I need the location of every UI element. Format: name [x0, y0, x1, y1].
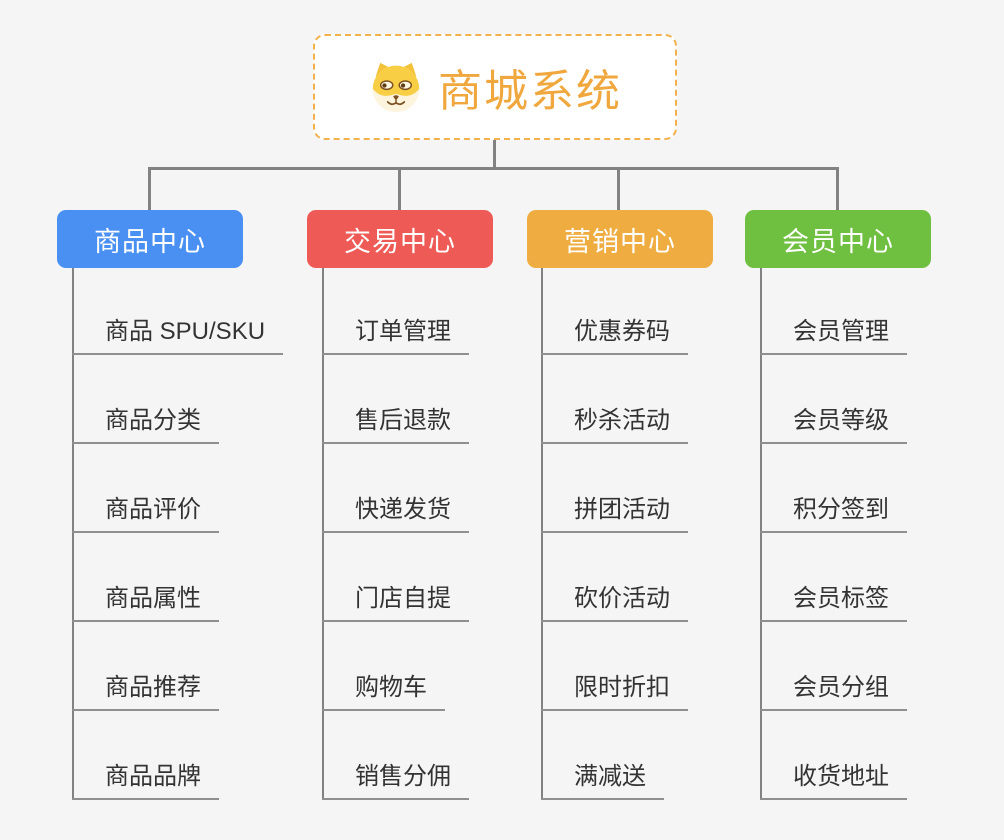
branch-node-member-center[interactable]: 会员中心 [745, 210, 931, 268]
branch-trunk-line [322, 268, 324, 800]
branch-trunk-line [760, 268, 762, 800]
leaf-node[interactable]: 购物车 [322, 673, 445, 711]
leaf-node[interactable]: 商品品牌 [72, 762, 219, 800]
leaf-node[interactable]: 售后退款 [322, 406, 469, 444]
leaf-node[interactable]: 会员标签 [760, 584, 907, 622]
dog-face-icon [368, 61, 424, 113]
leaf-node[interactable]: 会员分组 [760, 673, 907, 711]
branch-node-trade-center[interactable]: 交易中心 [307, 210, 493, 268]
connector-root-stem [493, 139, 496, 169]
leaf-node[interactable]: 会员管理 [760, 317, 907, 355]
leaf-node[interactable]: 拼团活动 [541, 495, 688, 533]
connector-drop-trade [398, 167, 401, 210]
leaf-node[interactable]: 销售分佣 [322, 762, 469, 800]
leaf-node[interactable]: 订单管理 [322, 317, 469, 355]
connector-drop-products [148, 167, 151, 210]
branch-node-marketing-center[interactable]: 营销中心 [527, 210, 713, 268]
connector-drop-marketing [617, 167, 620, 210]
leaf-node[interactable]: 限时折扣 [541, 673, 688, 711]
leaf-node[interactable]: 会员等级 [760, 406, 907, 444]
leaf-node[interactable]: 秒杀活动 [541, 406, 688, 444]
root-title: 商城系统 [438, 67, 622, 116]
leaf-node[interactable]: 商品属性 [72, 584, 219, 622]
leaf-node[interactable]: 优惠券码 [541, 317, 688, 355]
leaf-node[interactable]: 商品 SPU/SKU [72, 317, 284, 355]
leaf-node[interactable]: 砍价活动 [541, 584, 688, 622]
connector-drop-members [836, 167, 839, 210]
leaf-node[interactable]: 积分签到 [760, 495, 907, 533]
leaf-node[interactable]: 快递发货 [322, 495, 469, 533]
leaf-node[interactable]: 商品推荐 [72, 673, 219, 711]
connector-main-rail [148, 167, 839, 170]
leaf-node[interactable]: 收货地址 [760, 762, 907, 800]
branch-node-product-center[interactable]: 商品中心 [57, 210, 243, 268]
leaf-node[interactable]: 商品分类 [72, 406, 219, 444]
leaf-node[interactable]: 门店自提 [322, 584, 469, 622]
root-node[interactable]: 商城系统 [313, 34, 677, 140]
leaf-node[interactable]: 满减送 [541, 762, 664, 800]
leaf-node[interactable]: 商品评价 [72, 495, 219, 533]
branch-trunk-line [72, 268, 74, 800]
branch-trunk-line [541, 268, 543, 800]
